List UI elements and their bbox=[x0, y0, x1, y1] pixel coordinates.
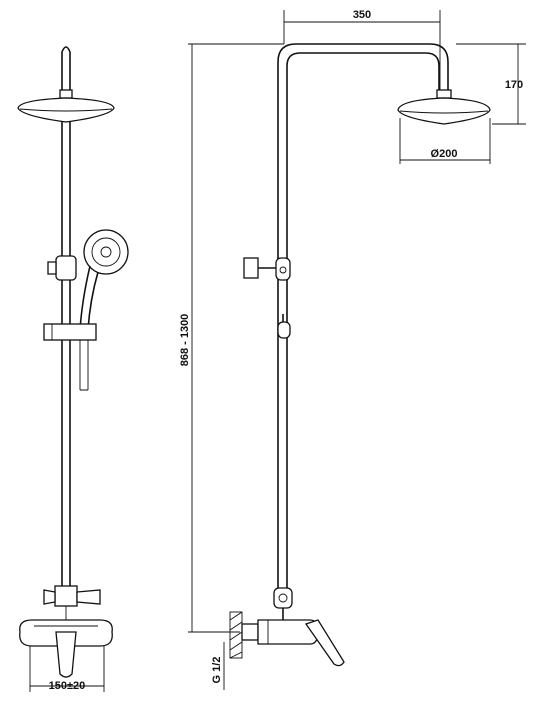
side-diverter-knob bbox=[278, 593, 288, 603]
front-slider bbox=[43, 323, 97, 341]
front-diverter bbox=[54, 585, 78, 607]
side-bracket-holder bbox=[275, 257, 291, 281]
dim-thread-label: G 1/2 bbox=[211, 657, 223, 684]
side-view: 868 - 1300 350 170 Ø200 bbox=[179, 9, 526, 690]
front-shower-head bbox=[17, 97, 115, 123]
side-bracket-screw bbox=[279, 266, 287, 274]
side-shower-head bbox=[397, 97, 491, 125]
front-diverter-outlet bbox=[76, 589, 101, 605]
front-diverter-knob-left bbox=[43, 589, 56, 605]
side-arm-outer bbox=[277, 43, 449, 590]
side-wall-hatch bbox=[229, 611, 243, 659]
front-hand-shower-handle bbox=[79, 265, 99, 331]
dim-height-label: 868 - 1300 bbox=[179, 314, 191, 367]
front-mixer-lever bbox=[55, 631, 77, 678]
side-head-line bbox=[399, 110, 489, 114]
dim-inlet-label: 150±20 bbox=[49, 680, 86, 692]
dim-drop-label: 170 bbox=[505, 79, 523, 91]
side-diverter bbox=[273, 587, 293, 609]
dim-diam-label: Ø200 bbox=[431, 148, 458, 160]
front-hand-shower-ring bbox=[91, 237, 121, 267]
front-head-connector bbox=[59, 89, 73, 99]
front-hose bbox=[79, 340, 89, 391]
front-hand-shower-head bbox=[83, 229, 129, 275]
front-view: 150±20 bbox=[17, 46, 129, 692]
front-holder-knob bbox=[47, 261, 57, 275]
side-bracket-knob bbox=[243, 257, 259, 279]
front-holder-upper bbox=[55, 255, 77, 281]
side-arm-inner bbox=[286, 52, 440, 590]
front-arm-tip bbox=[61, 46, 71, 92]
side-slider bbox=[277, 321, 291, 339]
front-head-line bbox=[19, 108, 113, 112]
front-hand-shower-center bbox=[100, 246, 112, 258]
side-head-connector bbox=[436, 89, 452, 99]
dim-arm-label: 350 bbox=[353, 9, 371, 21]
side-mixer-lever bbox=[304, 619, 345, 667]
side-inlet bbox=[241, 623, 259, 641]
